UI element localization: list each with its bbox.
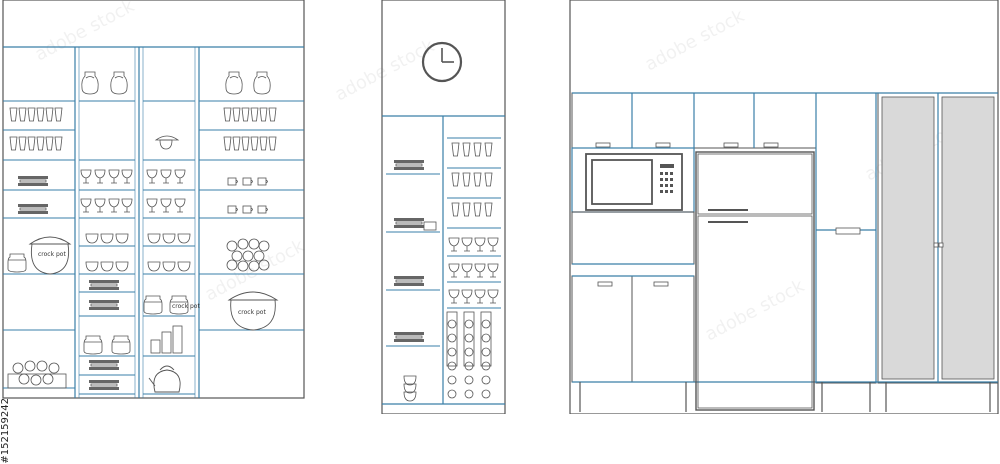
crock-pot-label: crock pot [38,251,66,258]
crock-pot: crock pot [28,236,72,275]
wineglass-rows [80,169,186,213]
fruit-basket [226,238,270,272]
canisters [150,325,183,354]
kitchen-elevation-drawing: crock pot crock pot crock pot [2,0,999,414]
crock-pot-label: crock pot [172,303,200,310]
pantry-door-panel [941,96,995,380]
wine-bottle-rack [446,311,492,399]
middle-tall-cabinet [381,0,506,414]
wall-clock-icon [421,41,463,83]
crock-pot-label: crock pot [238,309,266,316]
left-shelving-unit: crock pot crock pot crock pot [2,0,305,399]
pantry-door-panel [881,96,935,380]
refrigerator-icon [695,151,815,411]
stock-id: #152159242 [0,398,11,464]
right-kitchen-unit [569,0,999,414]
microwave-icon [585,153,683,211]
crock-pot: crock pot [227,291,279,331]
fruit-basket [7,360,67,389]
kettle-icon [148,365,181,393]
